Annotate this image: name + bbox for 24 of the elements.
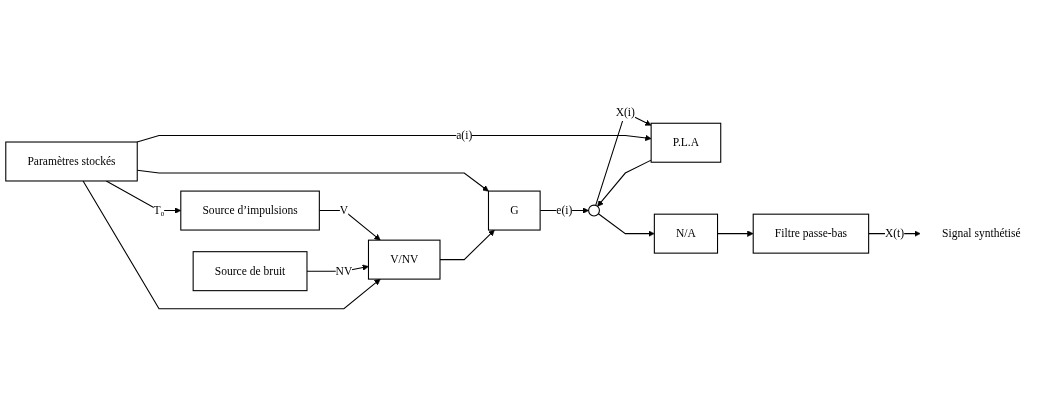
arrow xyxy=(597,159,652,207)
arrow xyxy=(82,180,381,309)
edge-label: NV xyxy=(335,264,353,277)
edge-label: e(i) xyxy=(556,203,573,217)
edge-label: a(i) xyxy=(456,128,473,142)
node-box: N/A xyxy=(653,213,719,254)
node-box: Filtre passe-bas xyxy=(752,213,870,254)
arrow xyxy=(136,134,652,143)
node-circle xyxy=(588,204,600,217)
edge-label: X(t) xyxy=(884,226,905,240)
node-box: Source d’impulsions xyxy=(180,190,320,231)
edge-label: V xyxy=(339,203,349,217)
edge-label: T₀ xyxy=(153,203,165,217)
node-text: Signal synthétisé xyxy=(942,226,1021,240)
node-box: Source de bruit xyxy=(192,250,308,291)
arrow xyxy=(597,213,655,237)
node-box: V/NV xyxy=(367,239,441,280)
arrow xyxy=(306,264,369,272)
edge-label: X(i) xyxy=(615,105,635,118)
arrow xyxy=(439,229,495,260)
node-box: Paramètres stockés xyxy=(5,141,138,182)
node-box: P.L.A xyxy=(650,122,722,163)
arrow xyxy=(717,230,754,237)
node-box: G xyxy=(487,190,541,231)
